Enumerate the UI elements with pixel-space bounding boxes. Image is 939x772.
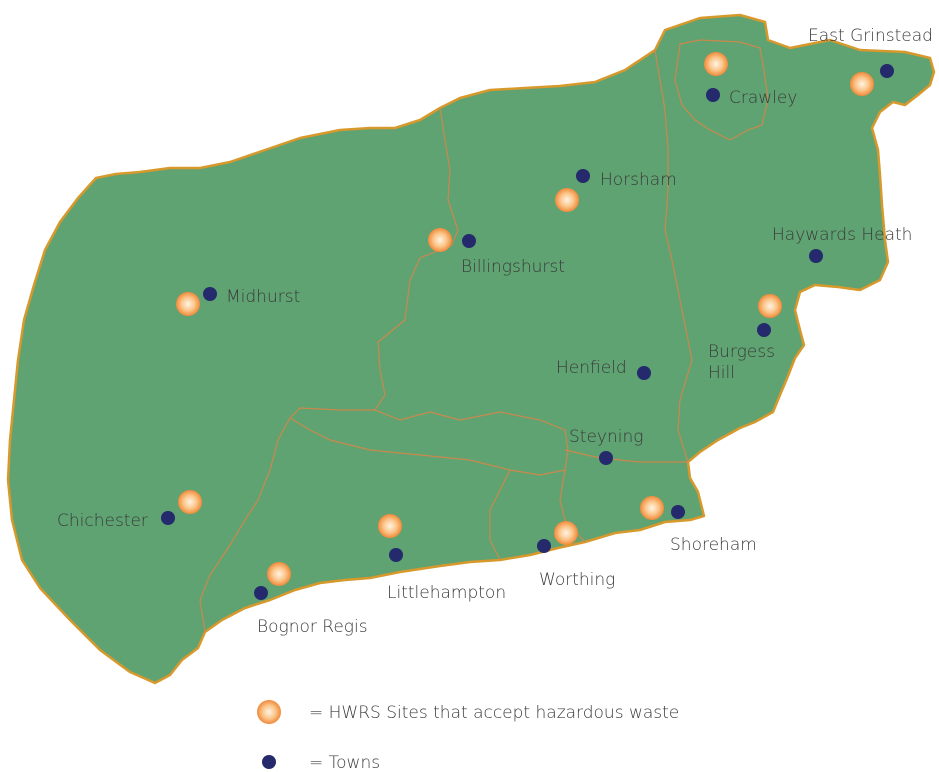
town-dot-burgess-hill — [757, 323, 771, 337]
hwrs-site-marker — [178, 490, 202, 514]
town-dot-crawley — [706, 88, 720, 102]
legend-town-icon — [262, 755, 276, 769]
hwrs-site-marker — [555, 188, 579, 212]
hwrs-site-marker — [758, 294, 782, 318]
town-dot-bognor-regis — [254, 586, 268, 600]
hwrs-site-marker — [267, 562, 291, 586]
label-east-grinstead: East Grinstead — [808, 26, 933, 46]
label-worthing: Worthing — [539, 570, 615, 590]
town-labels: East Grinstead Crawley Horsham Haywards … — [57, 26, 933, 637]
label-shoreham: Shoreham — [670, 535, 757, 555]
town-dot-midhurst — [203, 287, 217, 301]
label-burgess: Burgess — [708, 342, 775, 362]
label-midhurst: Midhurst — [226, 287, 300, 307]
town-markers — [161, 64, 894, 600]
town-dot-littlehampton — [389, 548, 403, 562]
label-henfield: Henfield — [556, 358, 627, 378]
hwrs-site-marker — [640, 496, 664, 520]
legend-hwrs-icon — [257, 700, 281, 724]
legend-hwrs-label: = HWRS Sites that accept hazardous waste — [309, 703, 679, 723]
label-littlehampton: Littlehampton — [387, 583, 506, 603]
label-hill: Hill — [708, 363, 735, 383]
town-dot-billingshurst — [462, 234, 476, 248]
label-crawley: Crawley — [729, 88, 797, 108]
town-dot-worthing — [537, 539, 551, 553]
label-steyning: Steyning — [569, 427, 643, 447]
label-bognor-regis: Bognor Regis — [257, 617, 368, 637]
hwrs-site-marker — [850, 72, 874, 96]
town-dot-steyning — [599, 451, 613, 465]
hwrs-site-marker — [176, 292, 200, 316]
town-dot-shoreham — [671, 505, 685, 519]
hwrs-site-marker — [554, 521, 578, 545]
town-dot-henfield — [637, 366, 651, 380]
label-chichester: Chichester — [57, 511, 148, 531]
district-boundaries — [199, 39, 769, 633]
hwrs-sites — [176, 52, 874, 586]
label-horsham: Horsham — [600, 170, 677, 190]
town-dot-horsham — [576, 169, 590, 183]
town-dot-haywards-heath — [809, 249, 823, 263]
label-billingshurst: Billingshurst — [461, 257, 565, 277]
town-dot-east-grinstead — [880, 64, 894, 78]
hwrs-site-marker — [428, 228, 452, 252]
hwrs-site-marker — [378, 514, 402, 538]
hwrs-site-marker — [704, 52, 728, 76]
legend-towns-label: = Towns — [309, 753, 380, 772]
legend: = HWRS Sites that accept hazardous waste… — [257, 700, 679, 772]
label-haywards-heath: Haywards Heath — [772, 225, 912, 245]
town-dot-chichester — [161, 511, 175, 525]
